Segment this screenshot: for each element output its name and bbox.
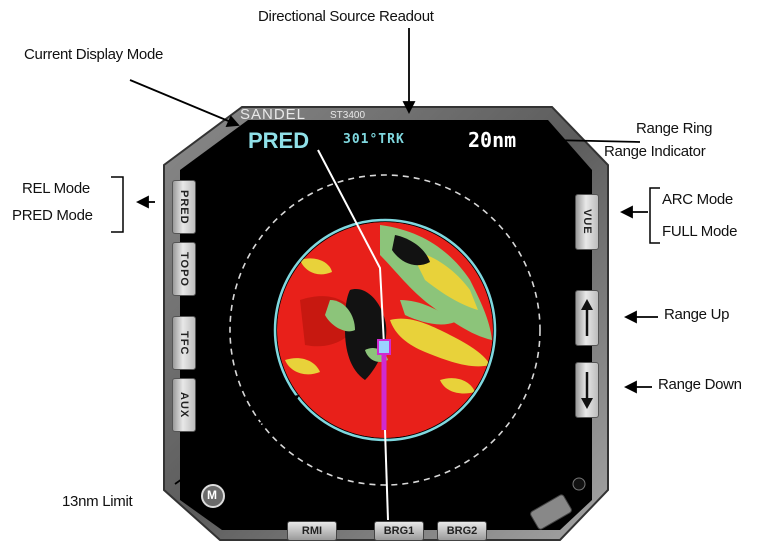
tfc-button[interactable]: TFC	[172, 316, 196, 370]
range-readout: 20nm	[468, 128, 517, 152]
callout-arc-mode: ARC Mode	[662, 191, 733, 208]
mode-brackets	[111, 176, 660, 244]
callout-pred-mode: PRED Mode	[12, 207, 93, 224]
bearing-pointer-line	[384, 429, 389, 521]
pred-rel-mode-label: PRED	[178, 189, 190, 225]
aux-label: AUX	[178, 391, 190, 419]
callout-range-indicator: Range Indicator	[604, 143, 706, 160]
brg2-button[interactable]: BRG2	[437, 521, 487, 541]
callout-13nm-limit: 13nm Limit	[62, 493, 133, 510]
view-arc-full-button[interactable]: VUE	[575, 194, 599, 250]
callout-range-up: Range Up	[664, 306, 730, 323]
display-mode-readout: PRED	[248, 128, 310, 153]
heading-line	[317, 149, 385, 346]
menu-knob-button[interactable]: M	[207, 488, 217, 502]
arrow-up-icon	[581, 299, 593, 336]
callout-directional-source: Directional Source Readout	[258, 8, 434, 25]
range-up-button[interactable]	[575, 290, 599, 346]
model-label: ST3400	[330, 110, 366, 121]
aux-button[interactable]: AUX	[172, 378, 196, 432]
data-card-slot	[530, 494, 572, 530]
callout-display-mode: Current Display Mode	[24, 46, 164, 63]
brg1-button[interactable]: BRG1	[374, 521, 424, 541]
callout-range-down: Range Down	[658, 376, 742, 393]
pred-rel-mode-button[interactable]: PRED	[172, 180, 196, 234]
view-label: VUE	[581, 209, 593, 235]
range-down-button[interactable]	[575, 362, 599, 418]
aircraft-symbol	[377, 339, 391, 355]
callout-pointers	[129, 28, 658, 485]
outer-range-ring	[229, 174, 541, 486]
callout-rel-mode: REL Mode	[22, 180, 90, 197]
photocell-sensor	[572, 477, 586, 491]
topo-button[interactable]: TOPO	[172, 242, 196, 296]
heading-readout: 301°TRK	[343, 132, 405, 147]
brand-label: SANDEL	[240, 106, 307, 123]
rmi-button[interactable]: RMI	[287, 521, 337, 541]
callout-range-ring: Range Ring	[636, 120, 713, 137]
topo-label: TOPO	[178, 251, 190, 287]
menu-knob-ring	[201, 484, 225, 508]
arrow-down-icon	[581, 372, 593, 409]
tfc-label: TFC	[178, 330, 190, 356]
callout-full-mode: FULL Mode	[662, 223, 738, 240]
